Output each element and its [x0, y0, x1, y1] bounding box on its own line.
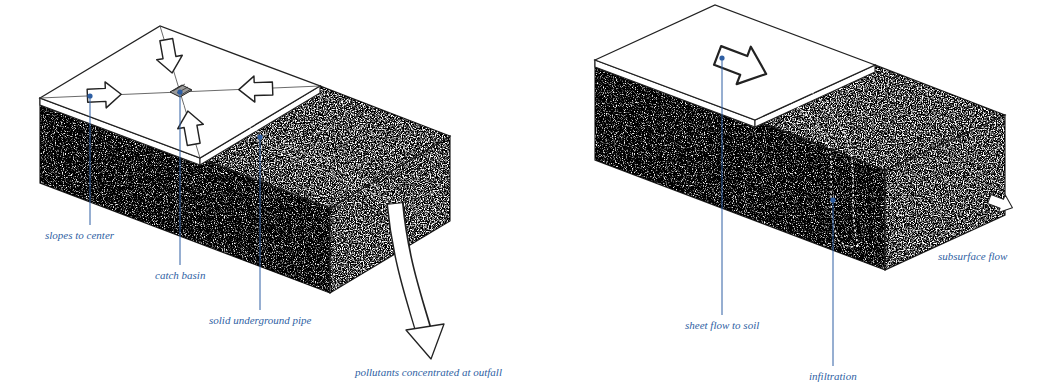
- callout-label: subsurface flow: [938, 250, 1007, 263]
- callout-label: sheet flow to soil: [685, 319, 759, 332]
- callout-label: infiltration: [809, 370, 857, 383]
- callout-label: slopes to center: [45, 229, 114, 242]
- callout-label: solid underground pipe: [209, 314, 311, 327]
- infiltration-block: [595, 5, 1016, 270]
- callout-label: catch basin: [155, 269, 205, 282]
- callout-label: pollutants concentrated at outfall: [355, 366, 502, 379]
- leader-lines: [87, 55, 835, 366]
- conventional-drainage-block: [40, 26, 450, 359]
